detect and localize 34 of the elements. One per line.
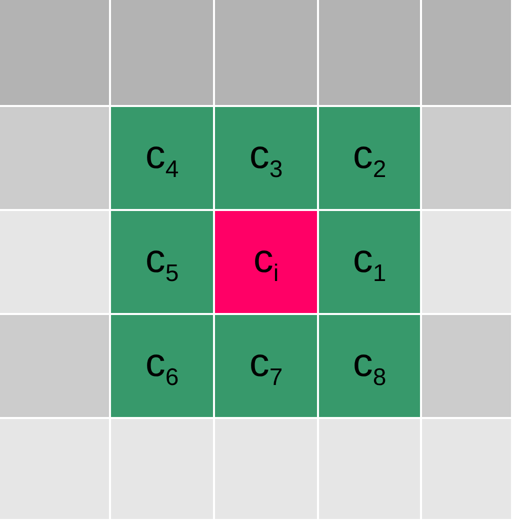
grid-cell	[422, 315, 511, 417]
cell-label: c$_{i}$	[253, 238, 279, 286]
cell-label: c$_{2}$	[352, 134, 386, 182]
grid-cell	[319, 211, 420, 313]
grid-cell	[319, 0, 420, 105]
grid-cell	[111, 315, 213, 417]
grid-cell	[0, 211, 109, 313]
cell-label: c$_{1}$	[352, 238, 386, 286]
grid-cell	[215, 419, 317, 519]
grid-cell	[111, 0, 213, 105]
cell-label: c$_{3}$	[249, 134, 283, 182]
cell-label: c$_{6}$	[145, 342, 179, 390]
grid-cell	[0, 0, 109, 105]
grid-cell	[319, 107, 420, 209]
grid-cell	[319, 315, 420, 417]
cell-label: c$_{7}$	[249, 342, 283, 390]
grid-cell	[422, 211, 511, 313]
cell-label: c$_{4}$	[145, 134, 179, 182]
grid-cell	[422, 107, 511, 209]
grid-cell	[319, 419, 420, 519]
grid-cell	[215, 315, 317, 417]
grid-cell	[111, 211, 213, 313]
cell-label: c$_{8}$	[352, 342, 386, 390]
grid-cell	[111, 107, 213, 209]
grid-cell	[422, 419, 511, 519]
cell-label: c$_{5}$	[145, 238, 179, 286]
grid-cell	[422, 0, 511, 105]
grid-cell	[0, 107, 109, 209]
grid-cell	[0, 315, 109, 417]
grid-cell	[111, 419, 213, 519]
grid-cell	[0, 419, 109, 519]
grid-cell	[215, 0, 317, 105]
grid-cell	[215, 107, 317, 209]
grid-cell	[215, 211, 317, 313]
